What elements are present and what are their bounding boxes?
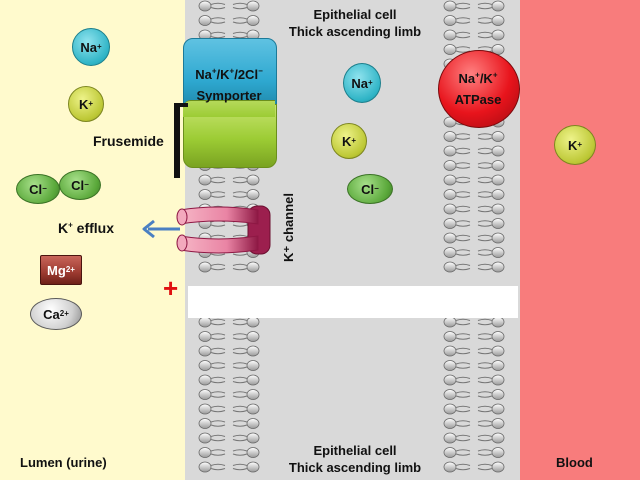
phospholipid-pair (443, 345, 505, 357)
phospholipid-pair (198, 330, 260, 343)
phospholipid-pair (198, 14, 260, 27)
phospholipid-pair (443, 330, 505, 343)
phospholipid-pair (198, 174, 260, 186)
phospholipid-pair (198, 461, 260, 473)
symporter-label: Na+/K+/2Cl− Symporter (195, 66, 263, 103)
positive-charge-sign: + (163, 273, 179, 303)
phospholipid-pair (443, 14, 505, 27)
na-ion-cell: Na+ (343, 63, 381, 103)
phospholipid-pair (443, 432, 505, 444)
phospholipid-pair (443, 316, 505, 328)
phospholipid-pair (443, 29, 505, 41)
phospholipid-pair (443, 403, 505, 415)
lumen-region (0, 0, 185, 480)
phospholipid-pair (198, 188, 260, 201)
cl-ion-lumen-2: Cl− (59, 170, 101, 200)
basolateral-membrane-bottom (443, 316, 505, 473)
basolateral-membrane-top (443, 0, 505, 273)
k-ion-cell: K+ (331, 123, 367, 159)
k-ion-lumen: K+ (68, 86, 104, 122)
phospholipid-pair (443, 188, 505, 201)
k-channel-label: K⁺ channel (281, 193, 296, 262)
phospholipid-pair (198, 417, 260, 430)
phospholipid-pair (443, 461, 505, 473)
frusemide-tab (174, 103, 188, 107)
phospholipid-pair (443, 246, 505, 259)
phospholipid-pair (443, 232, 505, 244)
phospholipid-pair (198, 0, 260, 12)
phospholipid-pair (443, 359, 505, 372)
phospholipid-pair (443, 417, 505, 430)
cl-ion-lumen-1: Cl− (16, 174, 60, 204)
atpase-label: Na+/K+ ATPase (454, 70, 502, 107)
lumen-label: Lumen (urine) (20, 455, 107, 470)
apical-membrane-bottom (198, 316, 260, 473)
phospholipid-pair (443, 159, 505, 172)
phospholipid-pair (443, 217, 505, 230)
phospholipid-pair (198, 446, 260, 459)
paracellular-gap (188, 286, 518, 318)
cl-ion-cell: Cl− (347, 174, 393, 204)
blood-region (520, 0, 640, 480)
phospholipid-pair (443, 203, 505, 215)
na-ion-lumen: Na+ (72, 28, 110, 66)
phospholipid-pair (198, 374, 260, 386)
phospholipid-pair (198, 261, 260, 273)
symporter-notch (183, 100, 275, 117)
k-ion-blood: K+ (554, 125, 596, 165)
phospholipid-pair (443, 388, 505, 401)
phospholipid-pair (198, 388, 260, 401)
frusemide-blocker (174, 103, 180, 178)
phospholipid-pair (198, 345, 260, 357)
phospholipid-pair (443, 261, 505, 273)
phospholipid-pair (443, 174, 505, 186)
phospholipid-pair (443, 446, 505, 459)
k-efflux-label: K+ efflux (58, 220, 115, 236)
blood-label: Blood (556, 455, 593, 470)
atpase-pump (438, 50, 520, 128)
k-channel (176, 205, 271, 255)
phospholipid-pair (198, 432, 260, 444)
phospholipid-pair (198, 316, 260, 328)
phospholipid-pair (443, 374, 505, 386)
phospholipid-pair (198, 359, 260, 372)
phospholipid-pair (443, 130, 505, 143)
efflux-arrow (142, 219, 180, 239)
frusemide-label: Frusemide (93, 133, 164, 149)
phospholipid-pair (443, 145, 505, 157)
phospholipid-pair (198, 403, 260, 415)
phospholipid-pair (443, 0, 505, 12)
